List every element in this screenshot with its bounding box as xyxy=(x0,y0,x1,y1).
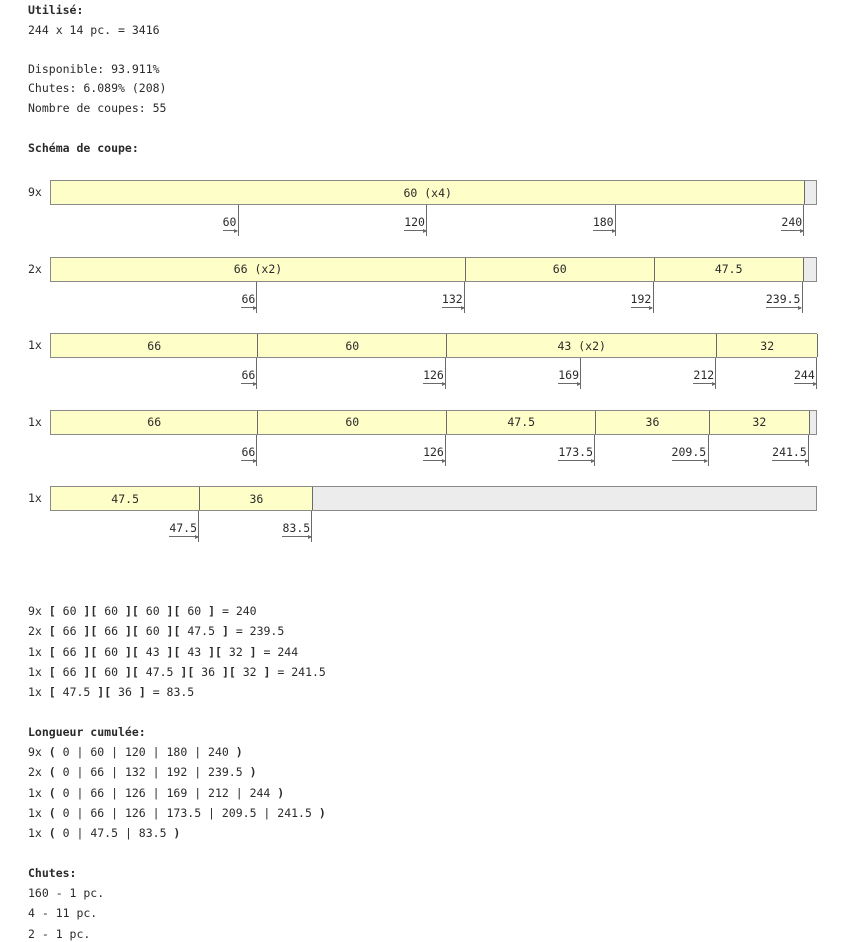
formula-line: 1x [ 66 ][ 60 ][ 43 ][ 43 ][ 32 ] = 244 xyxy=(28,644,299,659)
cut-position-label: 209.5 xyxy=(671,444,708,463)
cut-tick xyxy=(586,205,616,236)
cut-tick xyxy=(787,358,817,389)
cut-tick xyxy=(227,358,258,389)
cut-segment: 36 xyxy=(596,410,710,434)
cut-position-label: 132 xyxy=(441,291,465,310)
cut-position-label: 240 xyxy=(781,215,804,233)
cut-tick xyxy=(209,205,239,236)
waste-item: 4 - 11 pc. xyxy=(28,906,98,921)
formula-line: 2x [ 66 ][ 66 ][ 60 ][ 47.5 ] = 239.5 xyxy=(28,624,285,639)
row-multiplier: 2x xyxy=(28,261,42,276)
cut-position-label: 47.5 xyxy=(169,521,199,539)
cut-tick xyxy=(565,434,596,466)
used-label: Utilisé: xyxy=(28,3,84,17)
cumulative-line: 9x ( 0 | 60 | 120 | 180 | 240 ) xyxy=(28,745,243,759)
cut-tick xyxy=(686,358,717,389)
used-value: 244 x 14 pc. = 3416 xyxy=(28,23,160,37)
cut-position-label: 173.5 xyxy=(558,444,595,463)
row-multiplier: 1x xyxy=(28,491,42,505)
cut-position-label: 192 xyxy=(630,291,654,310)
cut-tick xyxy=(416,358,447,389)
cut-count: Nombre de coupes: 55 xyxy=(28,101,167,115)
cumulative-line: 1x ( 0 | 66 | 126 | 173.5 | 209.5 | 241.… xyxy=(28,805,326,820)
cut-position-label: 60 xyxy=(222,215,239,233)
cut-tick xyxy=(282,511,313,542)
cut-tick xyxy=(416,434,447,466)
cut-tick xyxy=(773,281,803,313)
row-multiplier: 1x xyxy=(28,338,42,352)
cut-tick xyxy=(169,511,200,542)
cut-segment: 60 xyxy=(465,257,655,281)
cut-segment: 47.5 xyxy=(51,487,201,510)
cut-position-label: 83.5 xyxy=(282,521,312,539)
waste-percent: Chutes: 6.089% (208) xyxy=(28,81,167,95)
cut-position-label: 66 xyxy=(241,368,258,386)
formula-line: 9x [ 60 ][ 60 ][ 60 ][ 60 ] = 240 xyxy=(28,604,257,618)
cumulative-line: 2x ( 0 | 66 | 132 | 192 | 239.5 ) xyxy=(28,765,257,780)
cut-tick xyxy=(779,434,810,466)
cut-position-label: 239.5 xyxy=(765,291,803,310)
cut-position-label: 66 xyxy=(241,444,258,463)
cut-tick xyxy=(774,205,805,236)
scheme-label: Schéma de coupe: xyxy=(28,141,139,155)
cut-position-label: 244 xyxy=(794,368,817,386)
cut-tick xyxy=(227,434,258,466)
available-percent: Disponible: 93.911% xyxy=(28,62,160,76)
cut-segment: 66 xyxy=(51,410,259,434)
cut-segment: 47.5 xyxy=(447,410,597,434)
cut-tick xyxy=(397,205,428,236)
row-multiplier: 1x xyxy=(28,414,42,429)
cut-tick xyxy=(227,281,258,313)
cumulative-label: Longueur cumulée: xyxy=(28,725,146,739)
cut-position-label: 120 xyxy=(404,215,427,233)
cut-position-label: 126 xyxy=(423,368,446,386)
stock-bar: 60 (x4) xyxy=(50,180,817,205)
cut-segment: 32 xyxy=(709,410,811,434)
cumulative-line: 1x ( 0 | 47.5 | 83.5 ) xyxy=(28,826,181,841)
cut-position-label: 126 xyxy=(423,444,446,463)
cut-tick xyxy=(435,281,465,313)
cut-segment: 36 xyxy=(200,487,314,510)
cumulative-line: 1x ( 0 | 66 | 126 | 169 | 212 | 244 ) xyxy=(28,785,285,800)
cut-position-label: 241.5 xyxy=(772,444,809,463)
cut-position-label: 212 xyxy=(693,368,716,386)
waste-item: 160 - 1 pc. xyxy=(28,886,105,900)
cut-tick xyxy=(624,281,654,313)
cut-position-label: 66 xyxy=(241,291,258,310)
cut-segment: 60 (x4) xyxy=(51,181,806,204)
formula-line: 1x [ 47.5 ][ 36 ] = 83.5 xyxy=(28,685,195,700)
cut-segment: 66 xyxy=(51,334,259,357)
cut-segment: 47.5 xyxy=(654,257,804,281)
cut-position-label: 180 xyxy=(592,215,616,233)
cut-segment: 60 xyxy=(258,334,448,357)
cut-tick xyxy=(679,434,709,466)
cut-segment: 43 (x2) xyxy=(447,334,718,357)
waste-label: Chutes: xyxy=(28,866,77,880)
cut-segment: 66 (x2) xyxy=(51,257,466,281)
cut-segment: 32 xyxy=(717,334,818,357)
row-multiplier: 9x xyxy=(28,185,42,199)
waste-item: 2 - 1 pc. xyxy=(28,926,91,941)
formula-line: 1x [ 66 ][ 60 ][ 47.5 ][ 36 ][ 32 ] = 24… xyxy=(28,664,326,679)
cut-segment: 60 xyxy=(258,410,448,434)
cut-tick xyxy=(551,358,582,389)
cut-position-label: 169 xyxy=(558,368,581,386)
